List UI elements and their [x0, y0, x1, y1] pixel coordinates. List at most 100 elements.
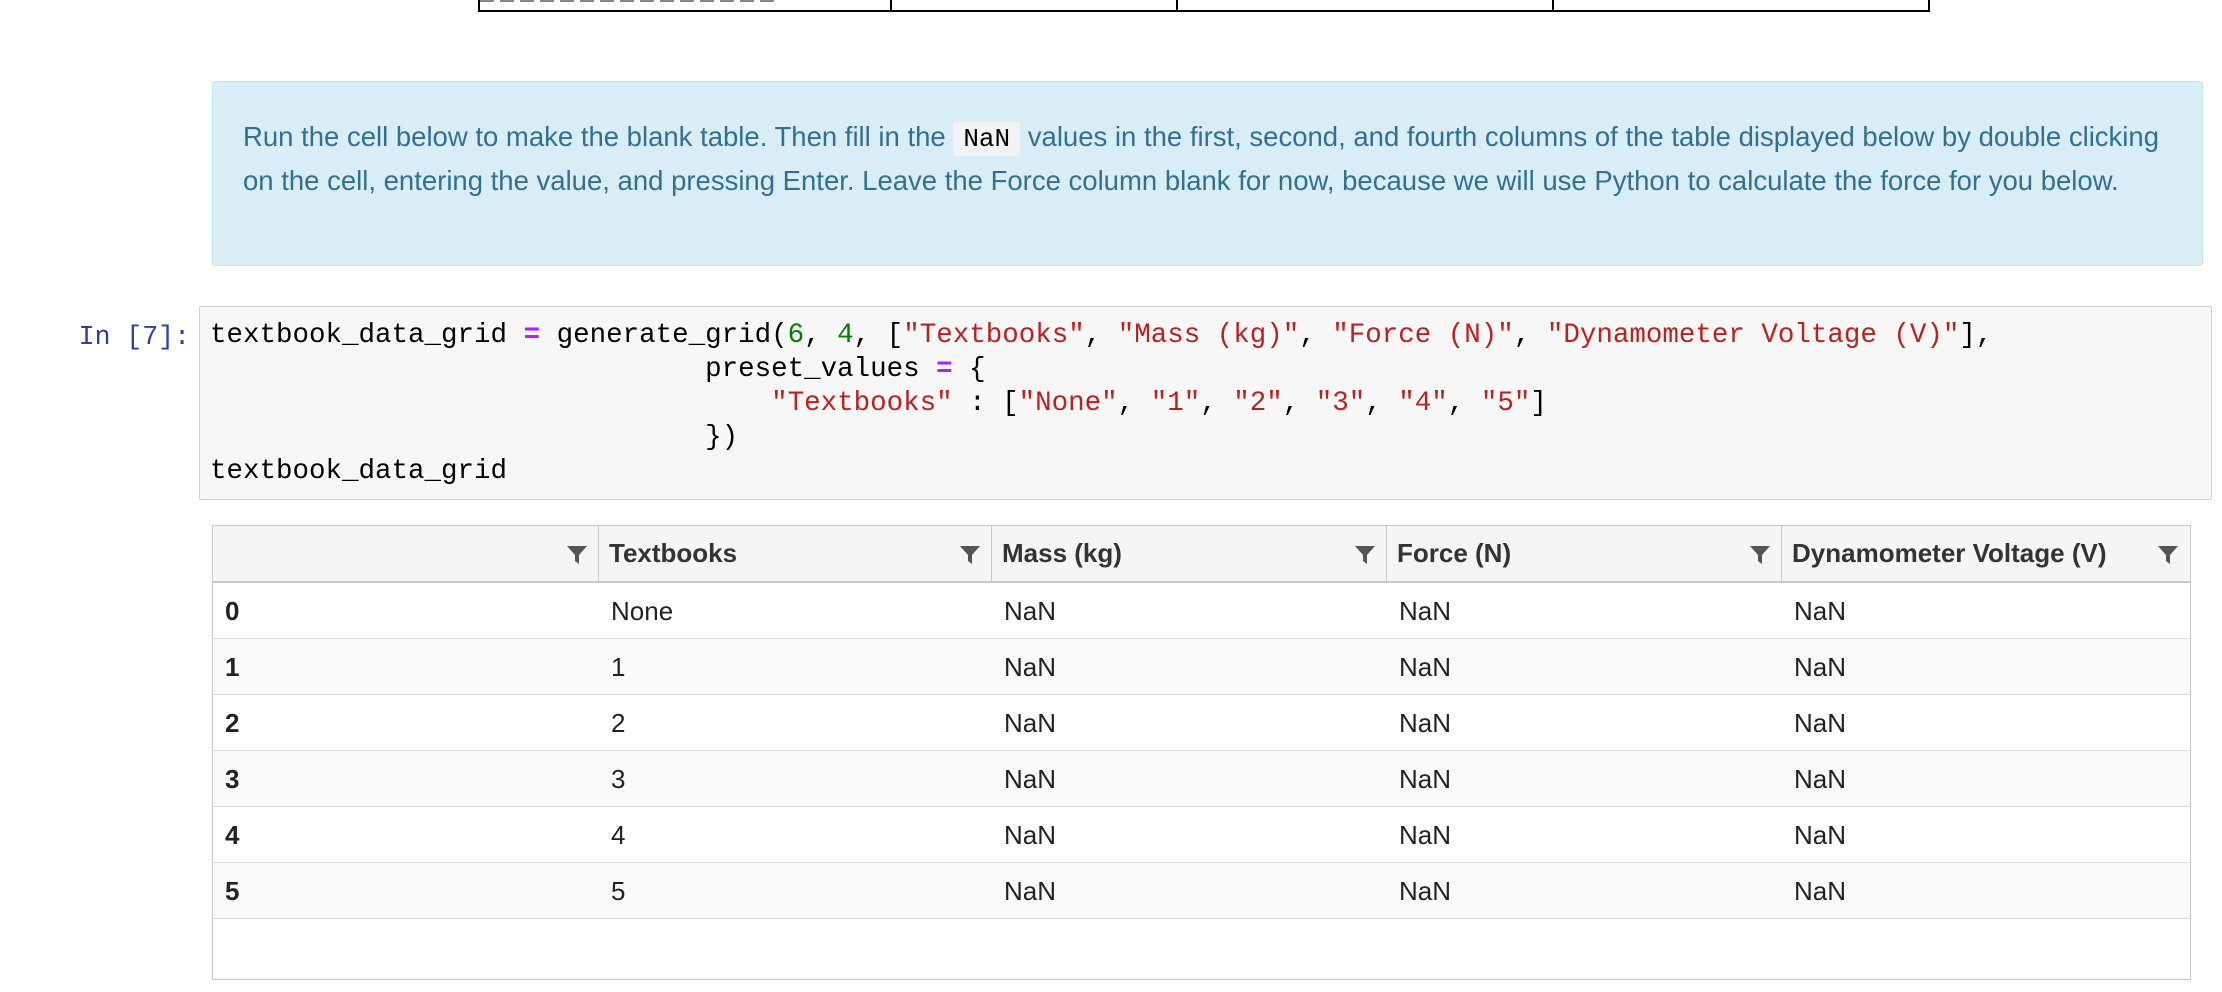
table-row[interactable]: 2 2 NaN NaN NaN: [213, 695, 2190, 751]
code-line: textbook_data_grid = generate_grid(6, 4,…: [210, 319, 2211, 353]
qgrid-table[interactable]: Textbooks Mass (kg) Force (N) Dynamometer V…: [212, 525, 2191, 980]
table-row[interactable]: 1 1 NaN NaN NaN: [213, 639, 2190, 695]
code-token-str: "None": [1018, 388, 1118, 419]
table-cell[interactable]: 4: [611, 820, 626, 850]
code-token: , [: [853, 320, 904, 351]
code-token-str: "4": [1398, 388, 1448, 419]
code-token: ,: [1513, 320, 1547, 351]
table-row[interactable]: 0 None NaN NaN NaN: [213, 583, 2190, 639]
table-cell[interactable]: None: [611, 596, 674, 626]
table-cell[interactable]: 3: [611, 764, 626, 794]
code-line: textbook_data_grid: [210, 455, 2211, 489]
code-token-str: "Force (N)": [1332, 320, 1514, 351]
filter-icon[interactable]: [566, 544, 588, 566]
filter-icon[interactable]: [959, 544, 981, 566]
code-token: ,: [1447, 388, 1481, 419]
row-index-cell: 2: [225, 708, 240, 738]
row-index-cell: 4: [225, 820, 240, 850]
column-header-label: Mass (kg): [1002, 538, 1122, 568]
row-index-cell: 1: [225, 652, 240, 682]
code-line: "Textbooks" : ["None", "1", "2", "3", "4…: [210, 387, 2211, 421]
table-column-divider: [1552, 0, 1554, 10]
code-token-str: "3": [1315, 388, 1366, 419]
column-header-2[interactable]: Mass (kg): [992, 526, 1387, 581]
table-cell[interactable]: NaN: [1399, 764, 1452, 794]
code-token: ,: [1117, 388, 1151, 419]
row-index-cell: 5: [225, 876, 240, 906]
code-token: {: [952, 354, 986, 385]
code-token: ],: [1959, 320, 1993, 351]
code-token: [210, 388, 771, 419]
table-cell[interactable]: NaN: [1794, 596, 1847, 626]
column-header-label: Textbooks: [609, 538, 738, 568]
previous-output-table: [478, 0, 1930, 12]
code-token: textbook_data_grid: [210, 456, 508, 487]
row-index-cell: 3: [225, 764, 240, 794]
table-cell[interactable]: NaN: [1794, 652, 1847, 682]
table-cell[interactable]: NaN: [1004, 708, 1057, 738]
alert-text-after: values in the first, second, and fourth …: [243, 121, 2160, 196]
row-index-cell: 0: [225, 596, 240, 626]
table-row[interactable]: 5 5 NaN NaN NaN: [213, 863, 2190, 919]
code-token: textbook_data_grid: [210, 320, 524, 351]
filter-icon[interactable]: [2157, 544, 2179, 566]
inline-code-nan: NaN: [953, 122, 1021, 156]
code-line: }): [210, 421, 2211, 455]
code-token: generate_grid(: [540, 320, 788, 351]
code-token-str: "2": [1233, 388, 1283, 419]
code-token: ,: [1084, 320, 1118, 351]
table-row[interactable]: 4 4 NaN NaN NaN: [213, 807, 2190, 863]
code-token-str: "Textbooks": [771, 388, 953, 419]
table-cell[interactable]: NaN: [1399, 708, 1452, 738]
table-cell[interactable]: NaN: [1794, 764, 1847, 794]
table-cell[interactable]: NaN: [1399, 820, 1452, 850]
table-cell[interactable]: NaN: [1004, 876, 1057, 906]
code-token-str: "Textbooks": [903, 320, 1085, 351]
code-line: preset_values = {: [210, 353, 2211, 387]
code-token-str: "Mass (kg)": [1117, 320, 1300, 351]
table-cell[interactable]: 1: [611, 652, 626, 682]
code-token: ,: [1282, 388, 1316, 419]
column-header-label: Dynamometer Voltage (V): [1792, 538, 2107, 568]
table-column-divider: [1176, 0, 1178, 10]
table-cell[interactable]: NaN: [1399, 596, 1452, 626]
table-cell[interactable]: NaN: [1794, 876, 1847, 906]
table-cell[interactable]: NaN: [1399, 876, 1452, 906]
code-token: preset_values: [210, 354, 937, 385]
code-token-num: 6: [787, 320, 805, 351]
column-header-4[interactable]: Dynamometer Voltage (V): [1782, 526, 2189, 581]
code-token: ,: [1299, 320, 1333, 351]
filter-icon[interactable]: [1354, 544, 1376, 566]
table-cell[interactable]: NaN: [1399, 652, 1452, 682]
code-token-num: 4: [837, 320, 854, 351]
table-cell[interactable]: NaN: [1004, 652, 1057, 682]
filter-icon[interactable]: [1749, 544, 1771, 566]
table-cell[interactable]: NaN: [1794, 820, 1847, 850]
code-token-str: "1": [1150, 388, 1201, 419]
column-header-1[interactable]: Textbooks: [599, 526, 992, 581]
table-cell[interactable]: NaN: [1794, 708, 1847, 738]
code-token: ,: [804, 320, 838, 351]
code-token-str: "5": [1480, 388, 1531, 419]
table-column-divider: [890, 0, 892, 10]
code-editor[interactable]: textbook_data_grid = generate_grid(6, 4,…: [199, 306, 2212, 500]
column-header-0[interactable]: [213, 526, 599, 581]
cut-off-table-text: [480, 0, 780, 2]
input-prompt: In [7]:: [78, 322, 190, 352]
table-row[interactable]: 3 3 NaN NaN NaN: [213, 751, 2190, 807]
code-token: ,: [1365, 388, 1399, 419]
table-cell[interactable]: 2: [611, 708, 626, 738]
code-token: ,: [1200, 388, 1234, 419]
table-cell[interactable]: NaN: [1004, 820, 1057, 850]
table-cell[interactable]: NaN: [1004, 764, 1057, 794]
column-header-3[interactable]: Force (N): [1387, 526, 1782, 581]
code-token: : [: [952, 388, 1019, 419]
grid-header: Textbooks Mass (kg) Force (N) Dynamometer V…: [213, 526, 2190, 583]
code-token-op: =: [523, 320, 541, 351]
table-cell[interactable]: 5: [611, 876, 626, 906]
table-cell[interactable]: NaN: [1004, 596, 1057, 626]
instruction-alert[interactable]: Run the cell below to make the blank tab…: [212, 81, 2203, 266]
code-token: }): [210, 422, 739, 453]
alert-text-before: Run the cell below to make the blank tab…: [243, 121, 954, 152]
code-token-str: "Dynamometer Voltage (V)": [1546, 320, 1960, 351]
